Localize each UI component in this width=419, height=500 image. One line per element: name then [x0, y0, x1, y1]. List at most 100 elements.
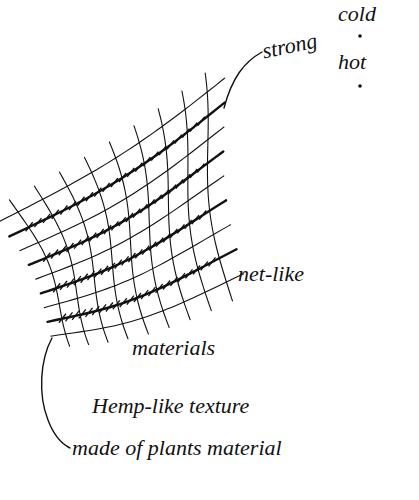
hemp-fiber	[134, 293, 141, 302]
leader-line	[42, 338, 70, 448]
hemp-fiber	[209, 257, 216, 266]
hemp-fiber	[34, 218, 41, 227]
hemp-fiber	[177, 224, 184, 233]
hemp-fiber	[97, 229, 104, 238]
hemp-fiber	[26, 222, 33, 231]
hemp-fiber	[135, 163, 142, 172]
hemp-fiber	[43, 253, 50, 262]
hemp-fiber	[43, 214, 50, 223]
hemp-fiber	[126, 213, 133, 222]
hemp-fiber	[142, 246, 149, 255]
net-strand	[0, 78, 225, 222]
hemp-fiber	[119, 173, 126, 182]
net-strand	[34, 186, 88, 344]
hemp-fiber	[148, 199, 155, 208]
bullet-dot	[358, 84, 362, 88]
hemp-fiber	[108, 263, 115, 272]
hemp-fiber	[178, 273, 185, 282]
bullet-dot	[358, 34, 362, 38]
hemp-fiber	[193, 265, 200, 274]
hemp-fiber	[87, 271, 94, 280]
hemp-fiber	[140, 204, 147, 213]
hemp-fiber	[186, 269, 193, 278]
hemp-fiber	[81, 274, 88, 283]
hemp-fiber	[72, 311, 79, 320]
hemp-fiber	[59, 246, 66, 255]
hemp-fiber	[82, 236, 89, 245]
hemp-fiber	[151, 152, 158, 161]
hemp-fiber	[190, 123, 197, 132]
hemp-fiber	[198, 117, 205, 126]
hemp-fiber	[101, 266, 108, 275]
hemp-fiber	[190, 169, 197, 178]
hemp-fiber	[183, 174, 190, 183]
net-strand	[51, 274, 244, 336]
net-strand	[9, 103, 224, 237]
hemp-fiber	[52, 210, 59, 219]
hemp-fiber	[156, 238, 163, 247]
hemp-fiber	[77, 197, 84, 206]
hemp-fiber	[111, 178, 118, 187]
net-strand	[182, 91, 211, 311]
handwritten-note: materials	[132, 336, 215, 360]
hemp-fiber	[169, 185, 176, 194]
hemp-fiber	[127, 168, 134, 177]
handwritten-note: made of plants material	[72, 436, 282, 460]
hemp-fiber	[89, 233, 96, 242]
hemp-fiber	[119, 217, 126, 226]
handwritten-note: cold	[338, 2, 376, 26]
hemp-fiber	[67, 279, 74, 288]
hemp-fiber	[182, 129, 189, 138]
hemp-fiber	[94, 188, 101, 197]
hemp-fiber	[113, 300, 120, 309]
hemp-fiber	[67, 243, 74, 252]
hemp-fiber	[135, 249, 142, 258]
hemp-fiber	[99, 304, 106, 313]
hemp-fiber	[192, 215, 199, 224]
hemp-fiber	[127, 296, 134, 305]
hemp-fiber	[115, 260, 122, 269]
hemp-fiber	[106, 302, 113, 311]
hemp-fiber	[94, 269, 101, 278]
hemp-fiber	[149, 242, 156, 251]
hemp-fiber	[86, 192, 93, 201]
hemp-fiber	[74, 240, 81, 249]
hemp-fiber	[141, 290, 148, 299]
handwritten-note: strong	[260, 29, 319, 64]
hemp-fiber	[197, 164, 204, 173]
net-strand	[20, 127, 224, 251]
hemp-fiber	[185, 220, 192, 229]
hemp-fiber	[155, 195, 162, 204]
hemp-fiber	[148, 287, 155, 296]
hemp-fiber	[163, 280, 170, 289]
handwritten-note: hot	[338, 50, 366, 74]
net-strand	[41, 200, 226, 293]
hemp-fiber	[103, 183, 110, 192]
net-strand	[29, 151, 223, 264]
hemp-fiber	[201, 261, 208, 270]
hemp-fiber	[159, 146, 166, 155]
hemp-fiber	[111, 221, 118, 230]
hemp-fiber	[79, 309, 86, 318]
hemp-fiber	[122, 256, 129, 265]
hemp-fiber	[162, 190, 169, 199]
hemp-fiber	[128, 253, 135, 262]
hemp-fiber	[69, 201, 76, 210]
hemp-fiber	[85, 308, 92, 317]
hemp-fiber	[175, 135, 182, 144]
hemp-fiber	[53, 283, 60, 292]
handwritten-note: Hemp-like texture	[92, 394, 249, 418]
hemp-fiber	[199, 210, 206, 219]
hemp-fiber	[170, 229, 177, 238]
hemp-fiber	[65, 312, 72, 321]
hemp-fiber	[167, 140, 174, 149]
hemp-fiber	[60, 281, 67, 290]
hemp-fiber	[104, 225, 111, 234]
hemp-fiber	[59, 314, 66, 323]
hemp-fiber	[133, 209, 140, 218]
hemp-fiber	[51, 250, 58, 259]
hemp-fiber	[120, 298, 127, 307]
hemp-fiber	[176, 179, 183, 188]
hemp-fiber	[163, 233, 170, 242]
